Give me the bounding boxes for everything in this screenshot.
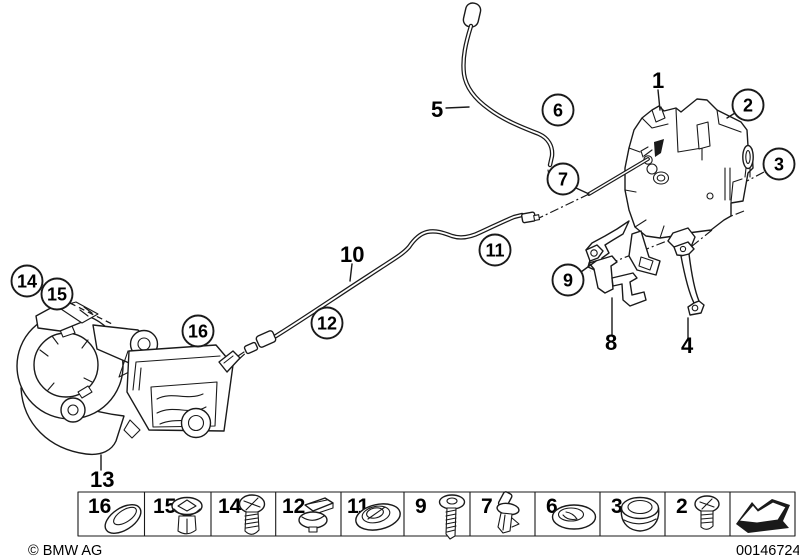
oval-eyelet-grommet-icon	[104, 504, 142, 534]
svg-text:16: 16	[188, 322, 208, 342]
legend-cell-2[interactable]: 2	[676, 495, 720, 530]
callout-15-circle	[40, 277, 74, 311]
callout-4[interactable]: 4	[681, 317, 694, 358]
legend-cell-9[interactable]: 9	[415, 494, 466, 540]
legend-cell-15[interactable]: 15	[153, 495, 203, 535]
footer: © BMW AG 00146724	[28, 543, 799, 559]
callout-13[interactable]: 13	[90, 454, 114, 492]
document-number: 00146724	[736, 543, 799, 559]
clip-nut-icon	[298, 497, 334, 533]
svg-text:14: 14	[17, 272, 37, 292]
callout-9-circle	[551, 263, 585, 297]
callout-14-circle	[10, 264, 44, 298]
svg-text:16: 16	[88, 495, 111, 518]
next-diagram-arrow-icon	[736, 499, 790, 533]
grommet-3-drawing	[742, 144, 754, 178]
svg-text:5: 5	[431, 97, 443, 122]
svg-text:13: 13	[90, 467, 114, 492]
svg-text:12: 12	[282, 495, 305, 518]
oval-grommet-icon	[551, 504, 597, 530]
legend-cell-3[interactable]: 3	[611, 495, 660, 532]
callout-7[interactable]: 7	[546, 162, 590, 196]
svg-text:2: 2	[676, 495, 688, 518]
callout-7-leader	[575, 187, 590, 195]
svg-text:4: 4	[681, 333, 694, 358]
pan-head-screw-icon	[238, 494, 266, 535]
svg-text:15: 15	[47, 285, 67, 305]
callout-3-circle	[762, 147, 796, 181]
callout-6-circle	[541, 93, 575, 127]
callout-9[interactable]: 9	[551, 260, 597, 297]
callout-5-leader	[445, 106, 470, 109]
svg-text:3: 3	[774, 155, 784, 175]
svg-text:8: 8	[605, 330, 617, 355]
svg-text:6: 6	[546, 495, 558, 518]
svg-text:7: 7	[481, 495, 493, 518]
legend-cell-7[interactable]: 7	[481, 491, 520, 534]
lock-actuator-drawing	[585, 98, 754, 276]
callout-14[interactable]: 14	[10, 264, 44, 298]
callout-11[interactable]: 11	[478, 233, 512, 267]
callout-7-circle	[546, 162, 580, 196]
lock-lever-mechanism-drawing	[640, 139, 670, 185]
callout-1[interactable]: 1	[652, 68, 664, 111]
legend-cell-14[interactable]: 14	[218, 494, 266, 535]
washer-head-screw-icon	[438, 494, 466, 540]
svg-text:15: 15	[153, 495, 177, 518]
svg-text:9: 9	[415, 495, 427, 518]
round-grommet-icon	[355, 503, 401, 531]
legend-cell-11[interactable]: 11	[347, 495, 403, 534]
svg-text:9: 9	[563, 271, 573, 291]
svg-text:7: 7	[558, 170, 568, 190]
legend-cell-12[interactable]: 12	[282, 495, 334, 533]
legend-cell-16[interactable]: 16	[88, 495, 146, 539]
rubber-plug-icon	[620, 496, 660, 532]
callout-5[interactable]: 5	[431, 97, 470, 122]
svg-text:10: 10	[340, 242, 364, 267]
callout-11-circle	[478, 233, 512, 267]
release-cable-drawing	[461, 2, 555, 176]
bowden-cable-drawing	[237, 211, 541, 357]
expanding-rivet-icon	[171, 496, 203, 535]
copyright-text: © BMW AG	[28, 543, 102, 559]
callout-6[interactable]: 6	[541, 93, 575, 127]
legend-strip: 16 15 14	[77, 491, 796, 540]
plastic-rivet-icon	[496, 491, 520, 534]
callout-12-circle	[310, 306, 344, 340]
callouts: 1 2 3 4 5 6 7 8	[10, 68, 796, 492]
callout-9-leader	[580, 260, 597, 273]
svg-text:12: 12	[317, 314, 337, 334]
callout-2[interactable]: 2	[726, 88, 765, 122]
svg-text:14: 14	[218, 495, 242, 518]
svg-text:11: 11	[485, 241, 504, 261]
legend-cell-arrow[interactable]	[736, 499, 790, 533]
ignition-switch-drawing	[16, 301, 241, 456]
round-head-screw-icon	[694, 495, 720, 530]
callout-12[interactable]: 12	[310, 306, 344, 340]
svg-text:6: 6	[553, 101, 563, 121]
svg-text:3: 3	[611, 495, 623, 518]
callout-10-leader	[349, 263, 353, 282]
lever-4-drawing	[673, 241, 705, 316]
callout-1-leader	[657, 89, 661, 111]
callout-2-leader	[726, 112, 736, 119]
callout-2-circle	[731, 88, 765, 122]
callout-3[interactable]: 3	[762, 147, 796, 181]
callout-10[interactable]: 10	[340, 242, 364, 282]
callout-8[interactable]: 8	[605, 297, 617, 355]
bracket-8-drawing	[585, 244, 647, 307]
callout-16-circle	[181, 314, 215, 348]
legend-cell-6[interactable]: 6	[546, 495, 597, 530]
callout-15-leader	[69, 302, 113, 325]
callout-1-label: 1	[652, 68, 664, 93]
callout-16[interactable]: 16	[181, 314, 215, 348]
svg-text:2: 2	[743, 96, 753, 116]
callout-15[interactable]: 15	[40, 277, 113, 325]
